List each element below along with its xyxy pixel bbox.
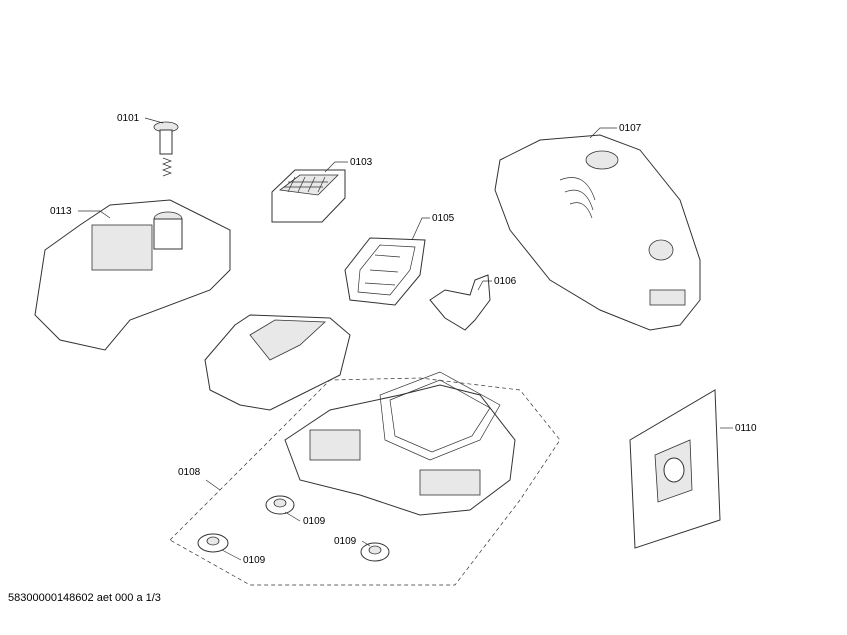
part-0109-wheel-b [197, 533, 229, 553]
label-0109-a: 0109 [303, 516, 326, 527]
label-0108: 0108 [178, 467, 201, 478]
label-0103: 0103 [350, 157, 373, 168]
part-0105 [344, 237, 426, 306]
document-footer: 58300000148602 aet 000 a 1/3 [8, 592, 161, 604]
label-0101: 0101 [117, 113, 140, 124]
part-0113 [34, 199, 231, 351]
part-base [284, 371, 516, 516]
part-0101 [153, 121, 179, 177]
label-0105: 0105 [432, 213, 455, 224]
part-0106 [429, 274, 491, 331]
part-0109-wheel-a [265, 495, 295, 515]
label-0113: 0113 [50, 206, 72, 217]
label-0107: 0107 [619, 123, 642, 134]
part-0107 [494, 134, 701, 331]
part-0109-wheel-c [360, 542, 390, 562]
part-filter-housing [204, 314, 351, 411]
label-0109-c: 0109 [334, 536, 357, 547]
part-0110 [629, 389, 721, 549]
label-0106: 0106 [494, 276, 517, 287]
label-0110: 0110 [735, 423, 757, 434]
label-0109-b: 0109 [243, 555, 266, 566]
part-0103 [271, 169, 346, 223]
